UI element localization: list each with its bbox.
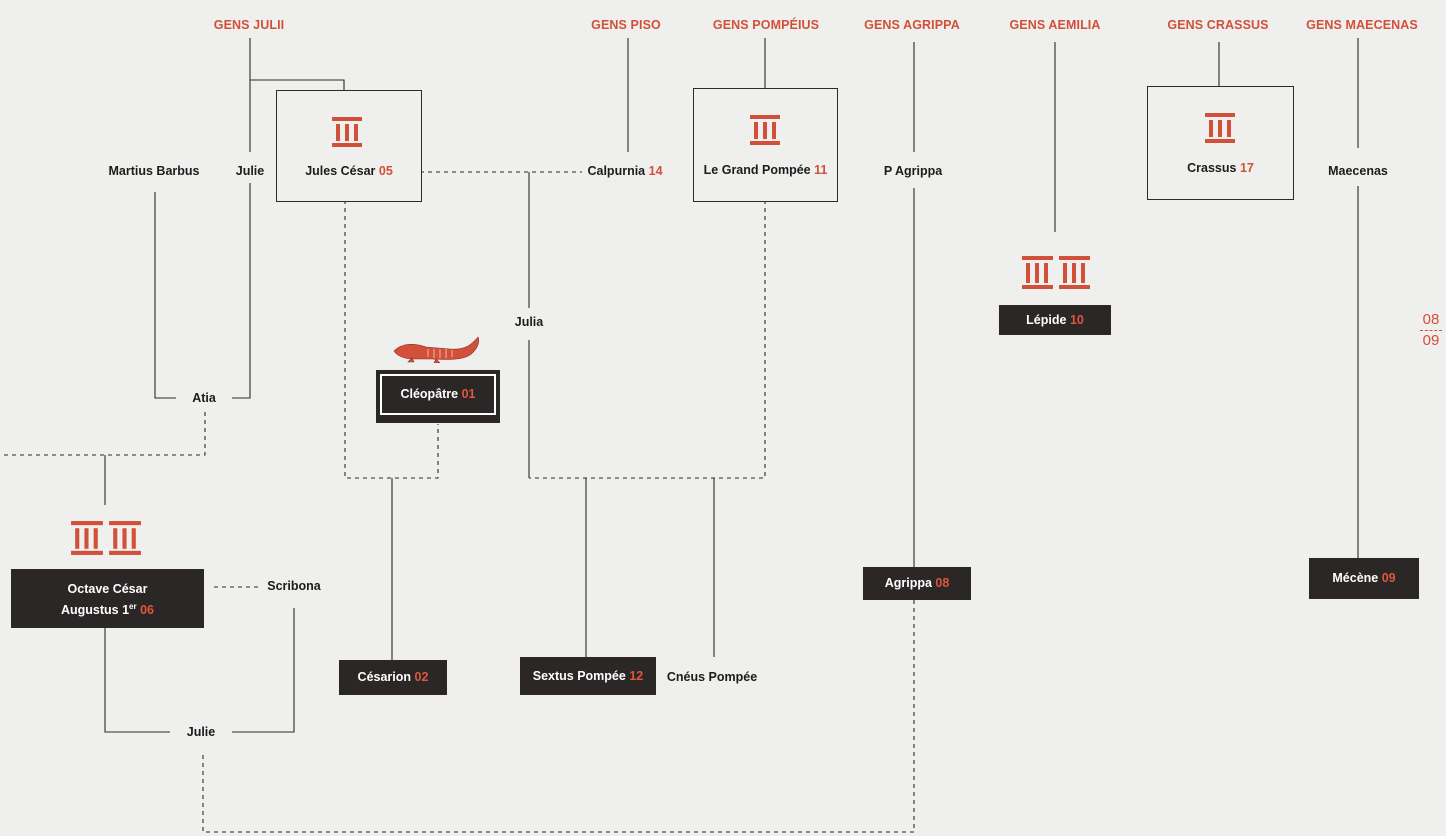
julii-to-jules-line (250, 79, 345, 90)
sextus-pompee-box[interactable]: Sextus Pompée 12 (520, 657, 656, 695)
grand-pompee-box[interactable]: Le Grand Pompée 11 (693, 88, 838, 202)
calpurnia-label[interactable]: Calpurnia 14 (583, 163, 667, 179)
octave-name-line2: Augustus 1 (60, 603, 130, 618)
agrippa-name: Agrippa (884, 576, 932, 590)
grand-pompee-name: Le Grand Pompée (703, 163, 811, 177)
julie-sister-label[interactable]: Julie (231, 163, 269, 179)
grand-pompee-number: 11 (814, 163, 828, 177)
cleopatre-number: 01 (461, 387, 476, 401)
double-temple-icon (1022, 256, 1090, 289)
julia-label[interactable]: Julia (510, 314, 548, 330)
calpurnia-number: 14 (648, 164, 663, 178)
calpurnia-name: Calpurnia (587, 164, 646, 178)
page-numbers: 08 09 (1420, 312, 1442, 349)
lepide-name: Lépide (1026, 313, 1067, 327)
header-gens-pompeius: GENS POMPÉIUS (712, 18, 820, 32)
julie-daughter-label[interactable]: Julie (182, 724, 220, 740)
page-number-left: 08 (1422, 311, 1440, 328)
octave-name-line1: Octave César (67, 582, 148, 596)
maecenas-label[interactable]: Maecenas (1324, 163, 1392, 179)
cesarion-box[interactable]: Césarion 02 (339, 660, 447, 695)
header-gens-crassus: GENS CRASSUS (1167, 18, 1269, 32)
temple-icon (750, 115, 780, 145)
jules-cesar-number: 05 (378, 164, 393, 178)
jules-cesar-name: Jules César (305, 164, 376, 178)
scribona-label[interactable]: Scribona (263, 578, 325, 594)
julie-to-atia-line (232, 183, 251, 399)
mecene-name: Mécène (1332, 571, 1379, 585)
crassus-name: Crassus (1187, 161, 1237, 175)
agrippa-box[interactable]: Agrippa 08 (863, 567, 971, 600)
page-number-divider (1420, 330, 1442, 331)
header-gens-julii: GENS JULII (213, 18, 285, 32)
martius-to-atia-line (154, 192, 176, 399)
temple-icon (1205, 113, 1235, 143)
octave-number: 06 (140, 603, 154, 618)
header-gens-aemilia: GENS AEMILIA (1009, 18, 1101, 32)
cesarion-number: 02 (414, 670, 429, 684)
lepide-number: 10 (1069, 313, 1084, 327)
crassus-number: 17 (1239, 161, 1254, 175)
pompee-children-dash (529, 200, 766, 479)
mecene-number: 09 (1381, 571, 1396, 585)
octave-box[interactable]: Octave César Augustus 1er 06 (11, 569, 204, 628)
sextus-pompee-number: 12 (629, 669, 644, 683)
crocodile-icon (393, 336, 480, 363)
mecene-box[interactable]: Mécène 09 (1309, 558, 1419, 599)
double-temple-icon (71, 521, 141, 555)
lepide-box[interactable]: Lépide 10 (999, 305, 1111, 335)
page-number-right: 09 (1422, 332, 1440, 349)
julie-agrippa-dash (202, 600, 915, 833)
temple-icon (332, 117, 362, 147)
cneus-pompee-label[interactable]: Cnéus Pompée (662, 669, 762, 685)
atia-octave-dash (0, 412, 206, 456)
cleopatre-box[interactable]: Cléopâtre 01 (376, 370, 500, 423)
header-gens-maecenas: GENS MAECENAS (1306, 18, 1418, 32)
agrippa-number: 08 (935, 576, 950, 590)
octave-ordinal: er (129, 602, 137, 611)
martius-barbus-label[interactable]: Martius Barbus (104, 163, 204, 179)
scribona-to-julie-line (232, 608, 295, 733)
jules-cesarion-dash (344, 200, 439, 479)
octave-to-julie-line (104, 628, 170, 733)
cesarion-name: Césarion (357, 670, 412, 684)
cleopatre-name: Cléopâtre (400, 387, 459, 401)
atia-label[interactable]: Atia (188, 390, 220, 406)
header-gens-agrippa: GENS AGRIPPA (864, 18, 960, 32)
header-gens-piso: GENS PISO (591, 18, 661, 32)
jules-cesar-box[interactable]: Jules César 05 (276, 90, 422, 202)
sextus-pompee-name: Sextus Pompée (532, 669, 626, 683)
p-agrippa-label[interactable]: P Agrippa (879, 163, 947, 179)
crassus-box[interactable]: Crassus 17 (1147, 86, 1294, 200)
